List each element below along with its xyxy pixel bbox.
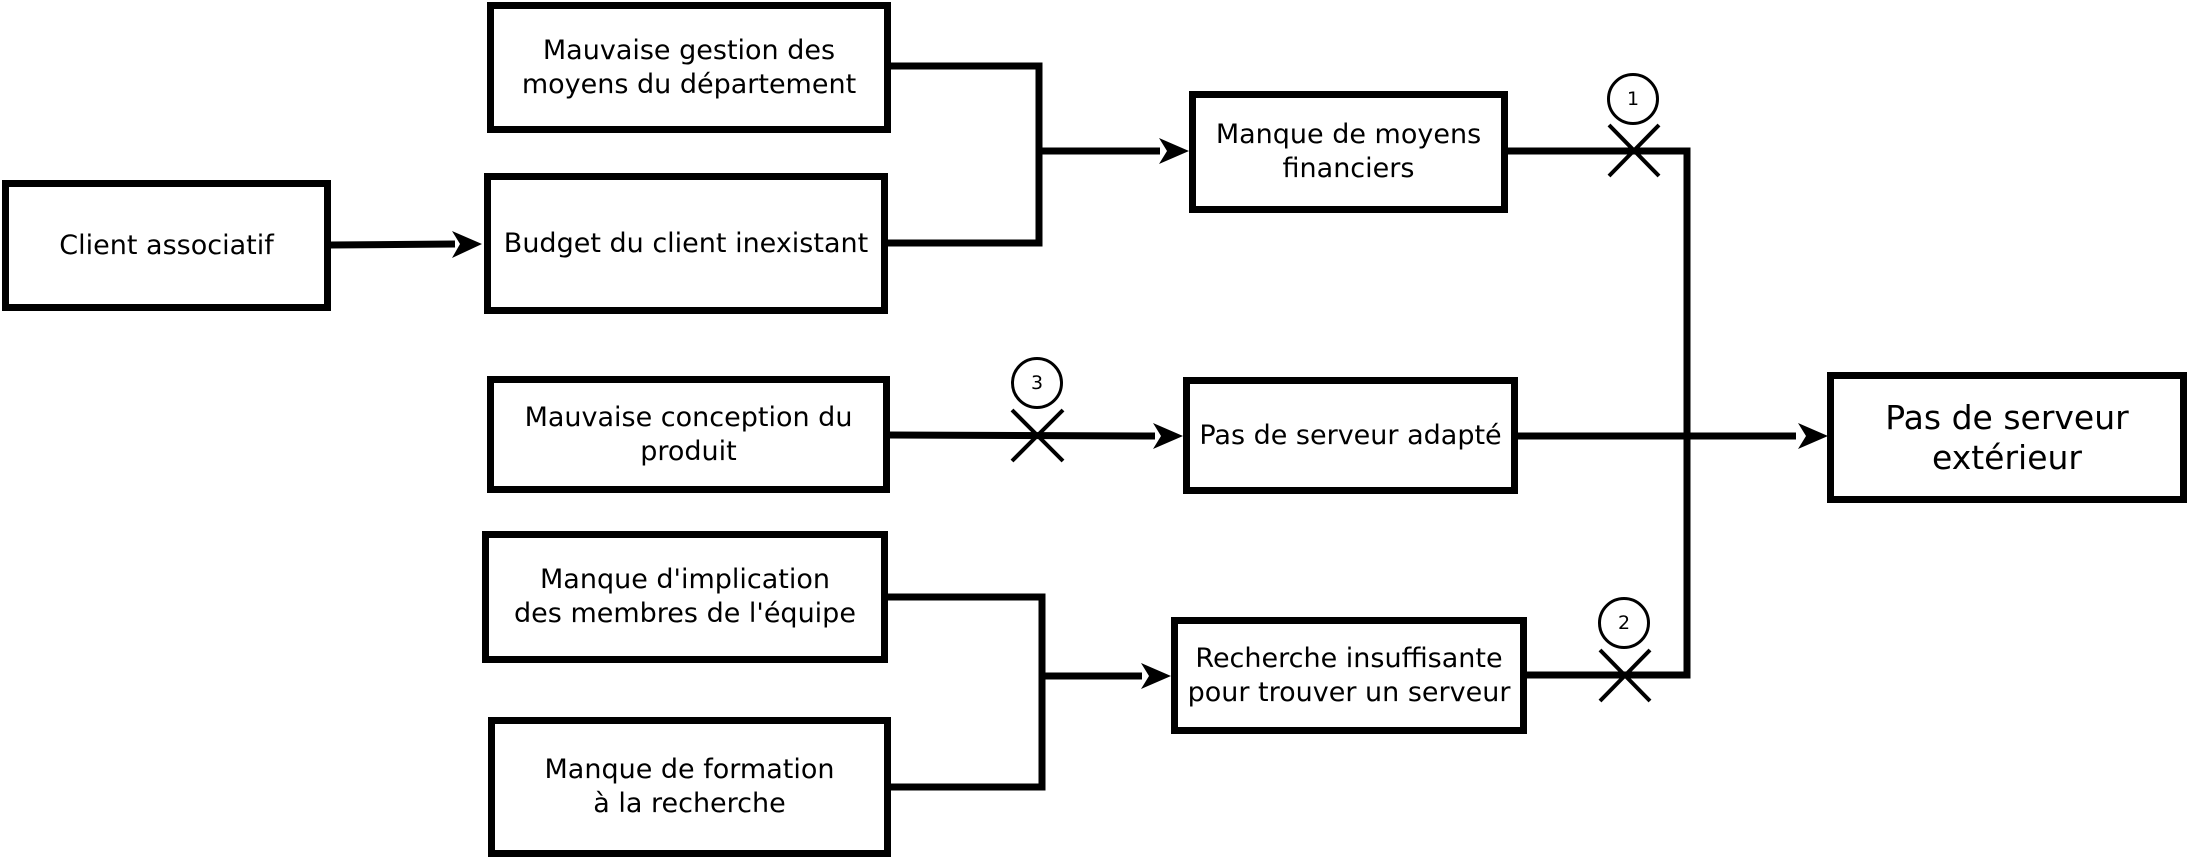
node-budget-inexistant: Budget du client inexistant bbox=[484, 173, 888, 314]
arrowhead-to-recherche bbox=[1141, 663, 1171, 689]
arrowhead-client-to-budget bbox=[452, 231, 482, 258]
arrow-conception-to-serveur bbox=[887, 431, 1156, 440]
connector-gestion bbox=[887, 62, 1043, 247]
node-manque-formation: Manque de formation à la recherche bbox=[488, 717, 891, 857]
node-pas-serveur-exterieur: Pas de serveur extérieur bbox=[1827, 372, 2187, 503]
cross-mark-3 bbox=[1010, 408, 1065, 463]
arrowhead-to-manque-moyens bbox=[1159, 138, 1189, 164]
connector-moyens-to-junction bbox=[1506, 147, 1691, 679]
node-client-associatif: Client associatif bbox=[2, 180, 331, 311]
arrowhead-conception-to-serveur bbox=[1153, 423, 1183, 449]
node-mauvaise-gestion: Mauvaise gestion des moyens du départeme… bbox=[487, 2, 891, 133]
node-pas-serveur-adapte: Pas de serveur adapté bbox=[1183, 377, 1518, 494]
node-mauvaise-conception: Mauvaise conception du produit bbox=[487, 376, 890, 493]
cross-mark-2 bbox=[1598, 648, 1652, 703]
connector-implication bbox=[886, 593, 1046, 791]
node-manque-implication: Manque d'implication des membres de l'éq… bbox=[482, 531, 888, 663]
node-recherche-insuffisante: Recherche insuffisante pour trouver un s… bbox=[1171, 617, 1527, 734]
arrow-client-to-budget bbox=[329, 240, 456, 249]
arrowhead-to-exterieur bbox=[1798, 423, 1828, 449]
cross-mark-1 bbox=[1607, 123, 1661, 178]
marker-1: 1 bbox=[1607, 73, 1659, 125]
node-manque-moyens: Manque de moyens financiers bbox=[1189, 91, 1508, 213]
marker-3: 3 bbox=[1011, 357, 1063, 409]
marker-2: 2 bbox=[1598, 597, 1650, 649]
